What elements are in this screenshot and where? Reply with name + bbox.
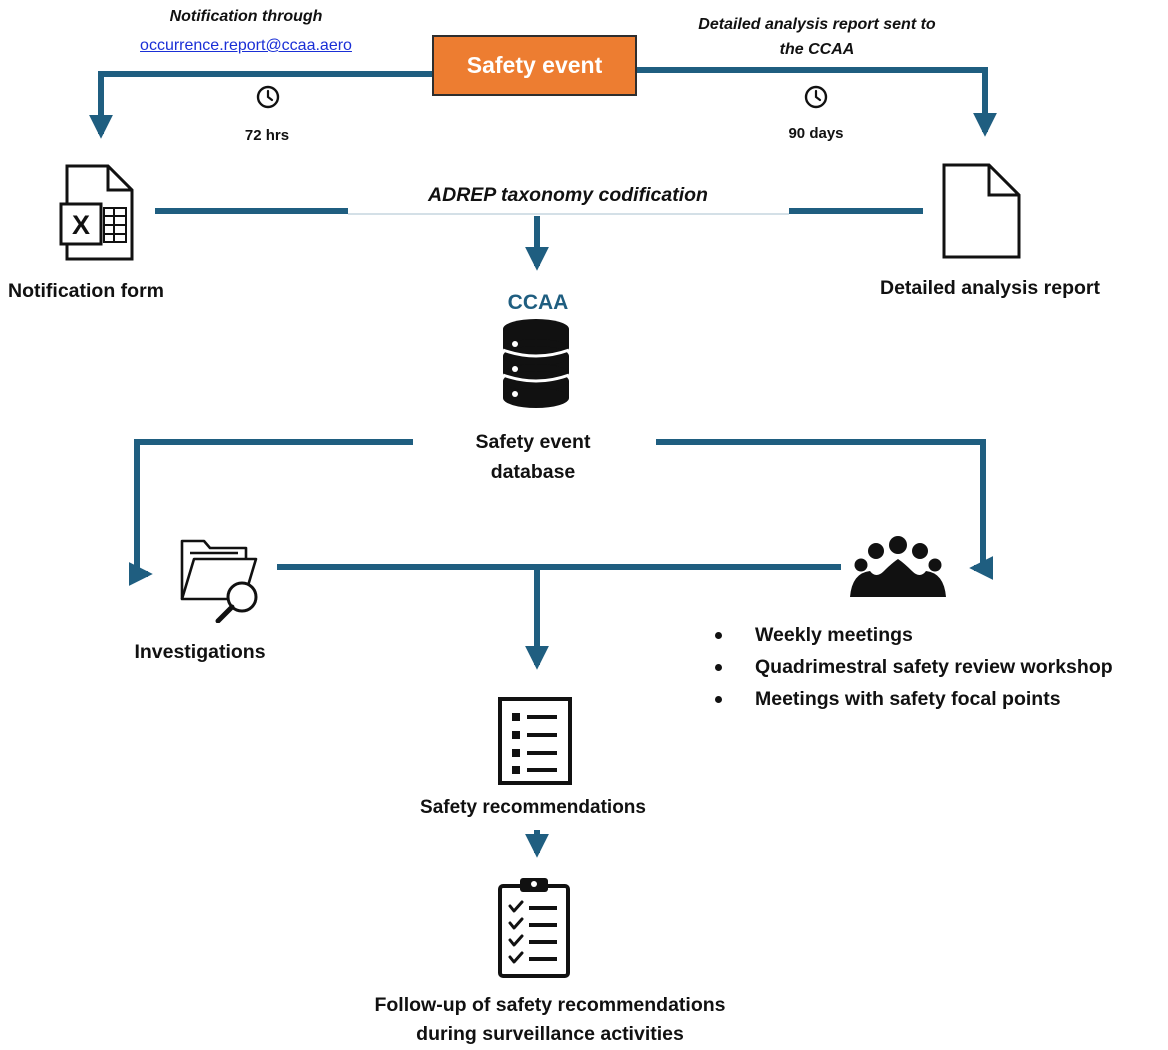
checklist-icon <box>498 697 572 785</box>
meeting-group-icon <box>850 536 946 597</box>
list-item: Quadrimestral safety review workshop <box>713 651 1113 683</box>
ccaa-label: CCAA <box>507 291 569 314</box>
list-item: Weekly meetings <box>713 619 1113 651</box>
arrow-to-detailed-report <box>637 67 997 137</box>
notification-form-label: Notification form <box>8 280 164 302</box>
recommendations-label: Safety recommendations <box>420 797 646 818</box>
clipboard-check-icon <box>498 878 570 978</box>
bullet-icon <box>715 664 722 671</box>
clock-icon <box>804 85 828 109</box>
database-label-line1: Safety event <box>475 431 591 453</box>
document-icon <box>942 163 1021 259</box>
followup-label-line1: Follow-up of safety recommendations <box>374 994 726 1016</box>
bullet-icon <box>715 696 722 703</box>
time-right: 90 days <box>788 125 844 142</box>
arrow-to-investigations <box>128 439 413 586</box>
folder-search-icon <box>180 539 258 623</box>
detailed-title-line1: Detailed analysis report sent to <box>698 16 936 33</box>
followup-label-line2: during surveillance activities <box>416 1023 684 1045</box>
detailed-report-label: Detailed analysis report <box>879 277 1100 299</box>
safety-event-label: Safety event <box>466 52 603 78</box>
safety-event-box: Safety event <box>432 35 637 96</box>
meeting-item-label: Weekly meetings <box>755 624 913 646</box>
meetings-list: Weekly meetings Quadrimestral safety rev… <box>713 619 1113 715</box>
database-icon <box>502 319 570 408</box>
investigations-label: Investigations <box>134 641 266 663</box>
arrow-to-meetings <box>656 439 994 580</box>
detailed-title-line2: the CCAA <box>779 41 855 58</box>
notification-title: Notification through <box>169 8 323 25</box>
excel-document-icon: X <box>59 164 134 261</box>
taxonomy-label: ADREP taxonomy codification <box>428 184 708 206</box>
bullet-icon <box>715 632 722 639</box>
notification-email-wrap: occurrence.report@ccaa.aero <box>110 37 382 55</box>
time-left: 72 hrs <box>244 127 290 144</box>
notification-email-link[interactable]: occurrence.report@ccaa.aero <box>140 37 352 54</box>
arrow-to-notification-form <box>89 71 432 139</box>
meeting-item-label: Meetings with safety focal points <box>755 688 1061 710</box>
list-item: Meetings with safety focal points <box>713 683 1113 715</box>
database-label-line2: database <box>490 461 576 483</box>
svg-text:X: X <box>72 210 90 240</box>
meeting-item-label: Quadrimestral safety review workshop <box>755 656 1113 678</box>
clock-icon <box>256 85 280 109</box>
